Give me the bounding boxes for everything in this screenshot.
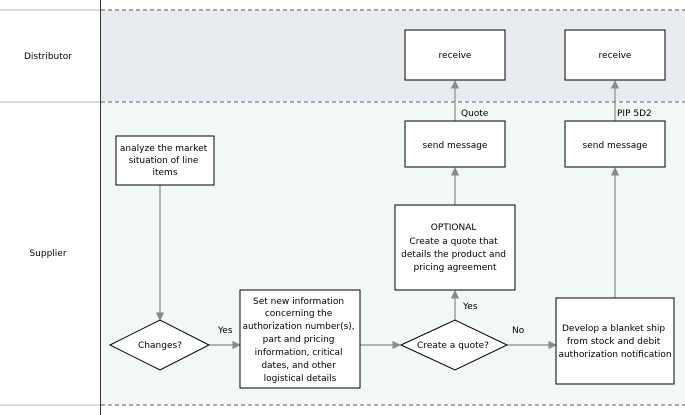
edge-label-no: No <box>512 326 525 336</box>
develop-blanket-box-label: Develop a blanket ship from stock and de… <box>558 324 671 360</box>
connectors <box>155 80 620 350</box>
send-message-box-2-label: send message <box>583 141 648 151</box>
set-info-line: information, critical <box>255 348 343 358</box>
receive-box-1 <box>404 29 506 81</box>
develop-blanket-box <box>555 297 675 385</box>
analyze-line: items <box>152 168 177 178</box>
create-quote-decision-diamond <box>399 319 509 371</box>
edge-label-yes-changes: Yes <box>217 326 233 336</box>
changes-decision-diamond <box>108 319 211 371</box>
set-info-box-label: Set new information concerning the autho… <box>242 297 357 384</box>
set-info-line: logistical details <box>264 374 337 384</box>
set-info-line: concerning the <box>265 309 333 319</box>
develop-line: from stock and debit <box>567 337 661 347</box>
set-info-line: authorization number(s), <box>242 322 354 332</box>
send-message-box-1 <box>404 120 506 168</box>
lane-label-distributor: Distributor <box>24 52 72 62</box>
analyze-line: situation of line <box>129 156 199 166</box>
edge-label-quote: Quote <box>461 109 489 119</box>
receive-box-2-label: receive <box>599 51 632 61</box>
optional-line: pricing agreement <box>414 263 497 273</box>
optional-quote-box-label: OPTIONAL Create a quote that details the… <box>401 223 509 273</box>
set-info-line: dates, and other <box>261 361 336 371</box>
create-quote-decision-label: Create a quote? <box>417 341 489 351</box>
send-message-box-1-label: send message <box>423 141 488 151</box>
set-info-box <box>239 289 361 389</box>
receive-box-2 <box>564 29 666 81</box>
optional-quote-box <box>394 204 516 291</box>
analyze-box <box>115 135 215 186</box>
develop-line: Develop a blanket ship <box>562 324 665 334</box>
lane-label-supplier: Supplier <box>29 249 66 259</box>
edge-label-pip: PIP 5D2 <box>617 109 652 119</box>
optional-line: OPTIONAL <box>431 223 477 233</box>
optional-line: details the product and <box>401 250 506 260</box>
analyze-line: analyze the market <box>120 144 208 154</box>
set-info-line: part and pricing <box>263 335 335 345</box>
optional-line: Create a quote that <box>409 237 498 247</box>
send-message-box-2 <box>564 120 666 168</box>
develop-line: authorization notification <box>558 350 671 360</box>
analyze-box-label: analyze the market situation of line ite… <box>120 144 210 178</box>
changes-decision-label: Changes? <box>138 341 182 351</box>
set-info-line: Set new information <box>253 297 344 307</box>
receive-box-1-label: receive <box>439 51 472 61</box>
edge-label-yes-quote: Yes <box>462 302 478 312</box>
